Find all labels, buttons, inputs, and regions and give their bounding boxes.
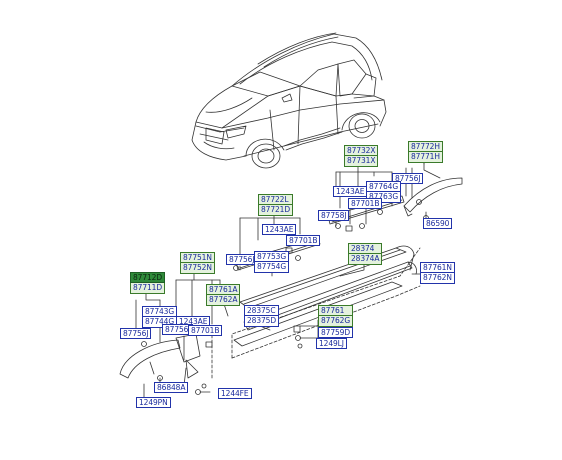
- group-87761: 87761 87762G: [318, 305, 354, 327]
- part-87759D-label[interactable]: 87759D: [318, 327, 354, 338]
- part-87761N-label[interactable]: 87761N: [420, 262, 455, 273]
- part-87758J-label[interactable]: 87758J: [318, 210, 350, 221]
- part-87731X-label[interactable]: 87731X: [344, 156, 379, 167]
- part-1243AE-label[interactable]: 1243AE: [262, 224, 297, 235]
- part-1249LJ-label[interactable]: 1249LJ: [316, 338, 347, 349]
- part-87756J-label[interactable]: 87756J: [392, 173, 424, 184]
- part-1249PN-label[interactable]: 1249PN: [136, 397, 171, 408]
- part-87772H-label[interactable]: 87772H: [408, 141, 443, 152]
- part-87771H-label[interactable]: 87771H: [408, 152, 443, 163]
- part-87754G-label[interactable]: 87754G: [254, 262, 290, 273]
- part-28375C-label[interactable]: 28375C: [244, 305, 280, 316]
- part-87701B-label[interactable]: 87701B: [188, 325, 223, 336]
- part-87761-label[interactable]: 87761: [318, 305, 354, 316]
- part-87762G-label[interactable]: 87762G: [318, 316, 354, 327]
- part-87701B-label[interactable]: 87701B: [286, 235, 321, 246]
- part-87721D-label[interactable]: 87721D: [258, 205, 294, 216]
- part-87753G-label[interactable]: 87753G: [254, 251, 290, 262]
- part-87761A-label[interactable]: 87761A: [206, 284, 241, 295]
- part-87756J-label[interactable]: 87756J: [226, 254, 258, 265]
- group-87732X: 87732X 87731X: [344, 145, 379, 167]
- part-87752N-label[interactable]: 87752N: [180, 263, 215, 274]
- part-1244FE-label[interactable]: 1244FE: [218, 388, 252, 399]
- part-87763G-label[interactable]: 87763G: [366, 192, 402, 203]
- group-87761N: 87761N 87762N: [420, 262, 455, 284]
- part-87743G-label[interactable]: 87743G: [142, 306, 178, 317]
- vehicle-illustration: [191, 32, 387, 169]
- part-28375D-label[interactable]: 28375D: [244, 316, 280, 327]
- group-28374: 28374 28374A: [348, 243, 383, 265]
- group-87722L: 87722L 87721D: [258, 194, 294, 216]
- part-87762A-label[interactable]: 87762A: [206, 295, 241, 306]
- part-87762N-label[interactable]: 87762N: [420, 273, 455, 284]
- group-28375C: 28375C 28375D: [244, 305, 280, 327]
- part-87751N-label[interactable]: 87751N: [180, 252, 215, 263]
- part-86848A-label[interactable]: 86848A: [154, 382, 189, 393]
- part-87711D-label[interactable]: 87711D: [130, 283, 166, 294]
- group-87712D: 87712D 87711D: [130, 272, 166, 294]
- group-87772H: 87772H 87771H: [408, 141, 443, 163]
- part-86590-label[interactable]: 86590: [423, 218, 453, 229]
- part-87722L-label[interactable]: 87722L: [258, 194, 294, 205]
- group-87761A: 87761A 87762A: [206, 284, 241, 306]
- part-87701B-label[interactable]: 87701B: [348, 198, 383, 209]
- group-87753G: 87753G 87754G: [254, 251, 290, 273]
- group-87751N: 87751N 87752N: [180, 252, 215, 274]
- part-87712D-label[interactable]: 87712D: [130, 272, 166, 283]
- part-87764G-label[interactable]: 87764G: [366, 181, 402, 192]
- part-87732X-label[interactable]: 87732X: [344, 145, 379, 156]
- part-28374A-label[interactable]: 28374A: [348, 254, 383, 265]
- part-87756J-label[interactable]: 87756J: [120, 328, 152, 339]
- group-87764G: 87764G 87763G: [366, 181, 402, 203]
- part-1243AE-label[interactable]: 1243AE: [333, 186, 368, 197]
- part-28374-label[interactable]: 28374: [348, 243, 383, 254]
